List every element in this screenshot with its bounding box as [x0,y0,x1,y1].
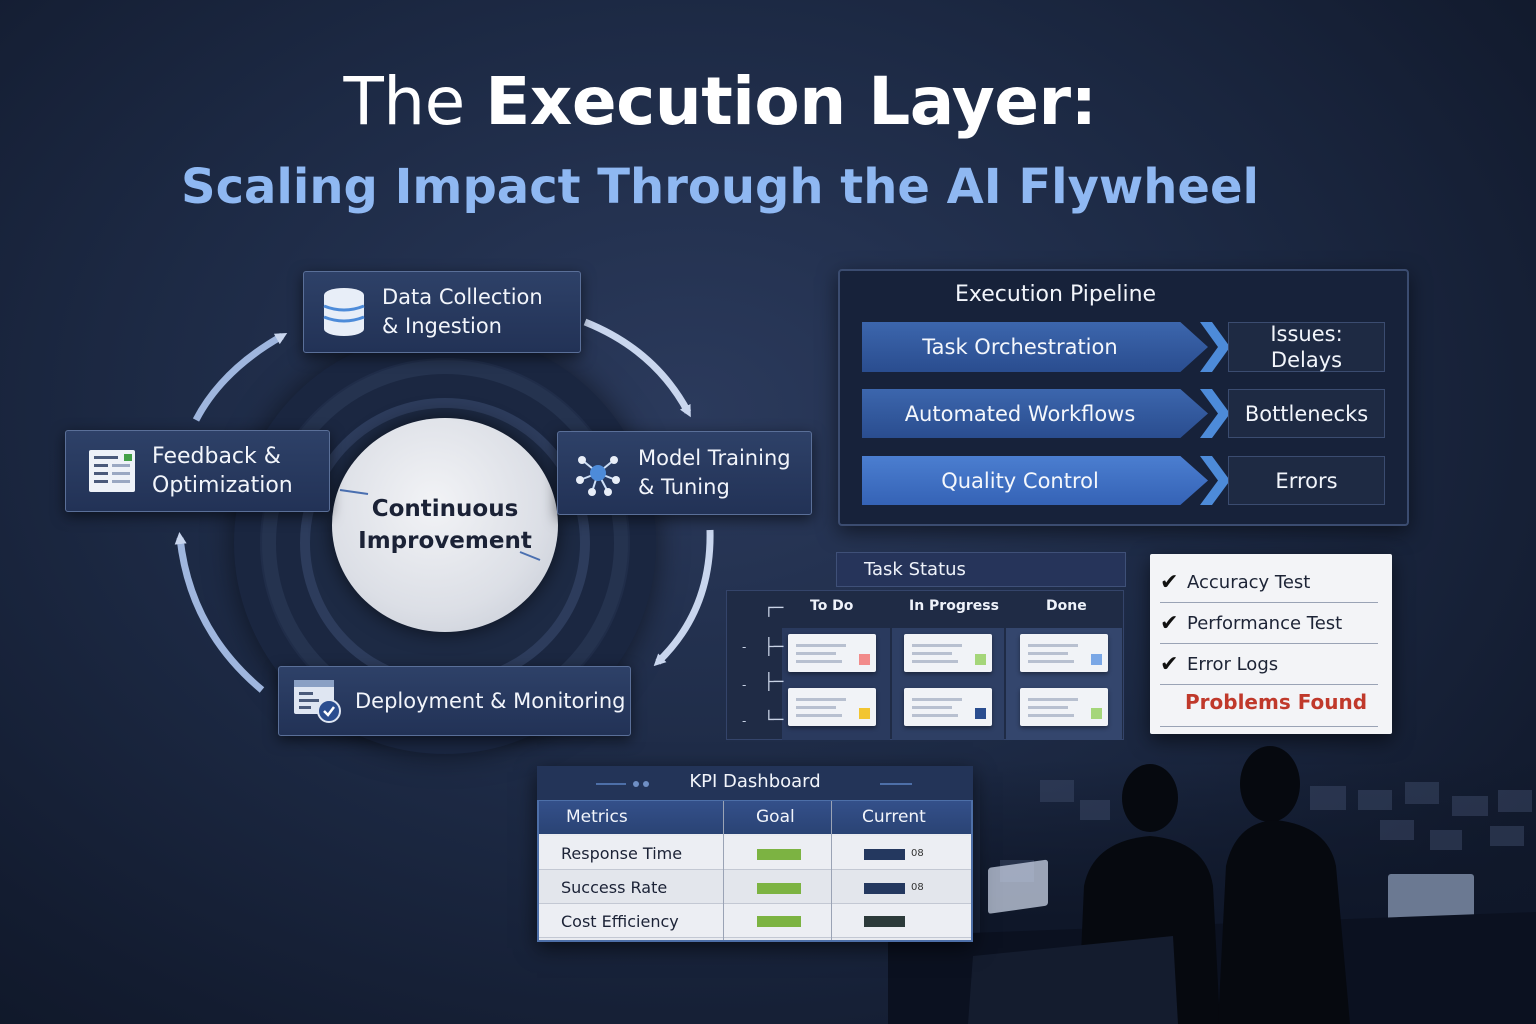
flywheel-arrows [174,318,714,693]
problems-found-label: Problems Found [1185,690,1368,714]
arrow-feedback-to-data [192,332,288,422]
pipeline-stage-label: Automated Workflows [904,401,1136,426]
kpi-goal-bar [757,883,801,894]
wall-tile [1310,786,1346,810]
wall-tile [1380,820,1414,840]
arrow-deploy-to-feedback [174,532,265,693]
kpi-column-divider [831,801,832,940]
check-item-accuracy: ✔ Accuracy Test [1160,563,1378,603]
kpi-current-bar [864,883,905,894]
test-checklist [1150,554,1392,734]
pipeline-stage-automated-workflows: Automated Workflows [862,389,1208,438]
node-data-label: Data Collection & Ingestion [382,285,543,338]
task-card [1020,688,1108,726]
arrow-data-to-model [583,318,692,418]
node-data-collection: Data Collection & Ingestion [303,271,581,353]
kpi-current-value: 08 [911,882,924,893]
wall-tile [1080,800,1110,820]
pipeline-issue-delays: Issues: Delays [1228,322,1385,372]
row-bracket: ├─ [764,672,784,691]
task-status-title: Task Status [836,552,1126,587]
center-label: Continuous Improvement [358,496,532,554]
pipeline-title: Execution Pipeline [955,282,1157,307]
column-header-to-do: To Do [810,598,854,614]
network-icon [576,456,620,496]
pipeline-stage-task-orchestration: Task Orchestration [862,322,1208,372]
kpi-col-goal: Goal [756,807,795,827]
checklist-divider [1160,726,1378,727]
column-header-in-progress: In Progress [909,598,999,614]
page-subtitle: Scaling Impact Through the AI Flywheel [181,159,1259,215]
node-deployment: Deployment & Monitoring [278,666,631,736]
row-bracket: └─ [764,710,784,729]
node-feedback-label: Feedback & Optimization [152,444,293,498]
kpi-current-bar [864,849,905,860]
kpi-header-decoration [596,781,912,787]
row-bracket: ├─ [764,637,784,656]
wall-tile [1430,830,1462,850]
task-card [788,634,876,672]
task-card [904,634,992,672]
node-feedback: Feedback & Optimization [65,430,330,512]
check-item-label: Error Logs [1187,654,1279,675]
wall-tile [1490,826,1524,846]
task-card [904,688,992,726]
pipeline-stage-label: Task Orchestration [922,335,1118,359]
kpi-column-header-row [539,801,971,834]
check-item-label: Performance Test [1187,613,1343,634]
wall-tile [1040,780,1074,802]
kpi-current-bar [864,916,905,927]
kpi-metric-label: Success Rate [561,878,668,897]
kpi-current-value: 08 [911,848,924,859]
pipeline-stage-quality-control: Quality Control [862,456,1208,505]
kpi-title: KPI Dashboard [689,771,821,792]
column-header-done: Done [1046,598,1087,614]
title-light: The [343,63,486,140]
checkmark-icon: ✔ [1160,611,1179,636]
node-model-training: Model Training & Tuning [557,431,812,515]
node-model-label: Model Training & Tuning [638,446,791,499]
title-bold: Execution Layer: [485,63,1097,140]
kpi-metric-label: Cost Efficiency [561,912,679,931]
wall-tile [1405,782,1439,804]
task-card [1020,634,1108,672]
row-marker: - [742,640,747,654]
kpi-goal-bar [757,849,801,860]
form-icon [89,450,135,492]
checkmark-icon: ✔ [1160,652,1179,677]
kpi-goal-bar [757,916,801,927]
database-icon [323,288,365,336]
people-silhouette [888,746,1536,1024]
row-bracket: ┌─ [764,598,784,617]
kpi-col-current: Current [862,807,926,827]
monitor-icon [294,680,341,723]
wall-tile [1498,790,1532,812]
flywheel-center: Continuous Improvement [332,418,558,632]
wall-tile [1452,796,1488,816]
task-card [788,688,876,726]
arrow-model-to-deploy [653,529,714,667]
kpi-row [539,870,971,904]
node-deploy-label: Deployment & Monitoring [355,688,626,713]
kpi-column-divider [723,801,724,940]
check-item-performance: ✔ Performance Test [1160,604,1378,644]
pipeline-issue-errors: Errors [1228,456,1385,505]
row-marker: - [742,678,747,692]
pipeline-stage-label: Quality Control [941,468,1099,493]
checkmark-icon: ✔ [1160,570,1179,595]
kpi-col-metrics: Metrics [566,807,628,827]
kpi-metric-label: Response Time [561,844,683,863]
pipeline-issue-bottlenecks: Bottlenecks [1228,389,1385,438]
row-marker: - [742,714,747,728]
page-title: The Execution Layer: [0,62,1440,142]
wall-tile [1358,790,1392,810]
check-item-error-logs: ✔ Error Logs [1160,645,1378,685]
check-item-label: Accuracy Test [1187,572,1311,593]
